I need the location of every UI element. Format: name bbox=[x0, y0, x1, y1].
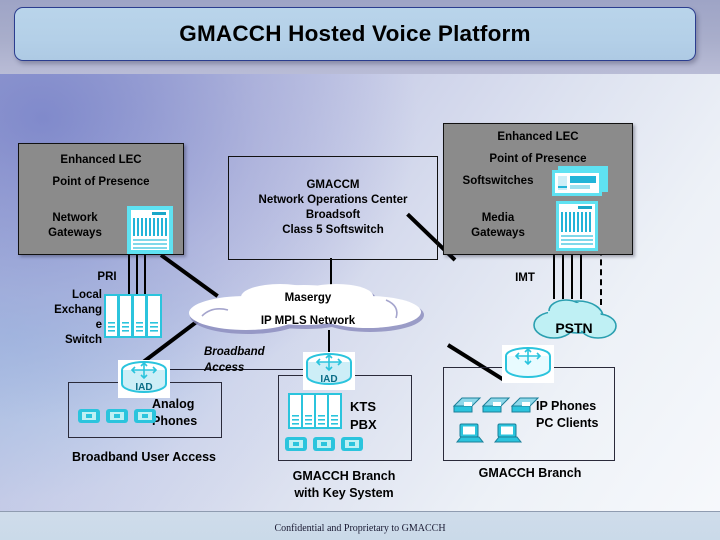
ip-phone-icon bbox=[452, 394, 482, 421]
iad-router-label: IAD bbox=[320, 374, 337, 385]
imt-label: IMT bbox=[515, 272, 535, 284]
media-gateway-rack-icon bbox=[127, 206, 173, 259]
broadband-access-label: Broadband Access bbox=[204, 346, 265, 374]
branch-ip-caption: GMACCH Branch bbox=[478, 466, 582, 480]
kts-pbx-rack-icon bbox=[288, 393, 342, 434]
iad-router-icon[interactable]: IAD bbox=[303, 352, 355, 395]
pri-label: PRI bbox=[97, 271, 117, 283]
pri-line-2 bbox=[136, 254, 138, 294]
analog-phone-icon bbox=[76, 406, 102, 431]
mpls-cloud-line2: IP MPLS Network bbox=[260, 315, 356, 327]
connector-mpls-to-center-iad bbox=[328, 330, 330, 358]
broadband-user-access-caption: Broadband User Access bbox=[71, 450, 217, 464]
media-gateway-rack-icon bbox=[556, 201, 598, 256]
right-pop-line1: Enhanced LEC bbox=[497, 131, 579, 143]
imt-line-4 bbox=[580, 252, 582, 299]
pri-line-3 bbox=[144, 254, 146, 294]
imt-line-1 bbox=[553, 252, 555, 299]
node-gmaccm-noc[interactable]: GMACCM Network Operations Center Broadso… bbox=[228, 156, 438, 260]
iad-router-icon[interactable]: IAD bbox=[118, 360, 170, 403]
right-pop-line2: Point of Presence bbox=[489, 153, 587, 165]
analog-phone-icon bbox=[132, 406, 158, 431]
node-mpls-cloud[interactable]: Masergy IP MPLS Network bbox=[178, 282, 438, 338]
iad-router-label: IAD bbox=[135, 382, 152, 393]
node-left-point-of-presence[interactable]: Enhanced LEC Point of Presence Network G… bbox=[18, 143, 184, 255]
local-exchange-switch-label: Local Exchang e Switch bbox=[54, 289, 102, 346]
left-pop-line2: Point of Presence bbox=[52, 176, 150, 188]
ip-phone-icon bbox=[510, 394, 540, 421]
ip-phones-pc-clients-label: IP Phones PC Clients bbox=[536, 399, 599, 430]
node-pstn-cloud[interactable]: PSTN bbox=[528, 293, 620, 345]
analog-phones-label: Analog Phones bbox=[152, 397, 198, 428]
title-box: GMACCH Hosted Voice Platform bbox=[14, 7, 696, 61]
node-right-point-of-presence[interactable]: Enhanced LEC Point of Presence Softswitc… bbox=[443, 123, 633, 255]
mpls-cloud-line1: Masergy bbox=[284, 292, 332, 304]
pc-client-icon bbox=[455, 422, 485, 451]
imt-line-3 bbox=[571, 252, 573, 299]
noc-line3: Broadsoft bbox=[305, 209, 361, 221]
footer-text: Confidential and Proprietary to GMACCH bbox=[274, 523, 446, 534]
branch-key-system-caption: GMACCH Branch with Key System bbox=[292, 469, 396, 500]
imt-line-2 bbox=[562, 252, 564, 299]
noc-line1: GMACCM bbox=[306, 179, 360, 191]
pri-line-1 bbox=[128, 254, 130, 294]
analog-phone-icon bbox=[339, 434, 365, 459]
right-pop-line3: Softswitches bbox=[462, 175, 534, 187]
telco-switch-rack-icon[interactable] bbox=[104, 294, 162, 343]
ip-phone-icon bbox=[481, 394, 511, 421]
left-pop-line1: Enhanced LEC bbox=[60, 154, 142, 166]
left-pop-line3: Network Gateways bbox=[48, 212, 102, 239]
footer-band bbox=[0, 511, 720, 540]
connector-left-iad-to-center-iad bbox=[150, 369, 312, 370]
softswitch-server-icon bbox=[552, 166, 608, 203]
branch-router-icon[interactable] bbox=[502, 345, 554, 388]
analog-phone-icon bbox=[311, 434, 337, 459]
right-pop-line4: Media Gateways bbox=[471, 212, 525, 239]
kts-pbx-label: KTS PBX bbox=[350, 399, 377, 432]
pstn-label: PSTN bbox=[555, 320, 593, 336]
page-title: GMACCH Hosted Voice Platform bbox=[179, 21, 531, 46]
noc-line4: Class 5 Softswitch bbox=[282, 224, 384, 236]
pc-client-icon bbox=[493, 422, 523, 451]
noc-line2: Network Operations Center bbox=[258, 194, 408, 206]
connector-noc-to-mpls bbox=[330, 258, 332, 306]
analog-phone-icon bbox=[283, 434, 309, 459]
analog-phone-icon bbox=[104, 406, 130, 431]
